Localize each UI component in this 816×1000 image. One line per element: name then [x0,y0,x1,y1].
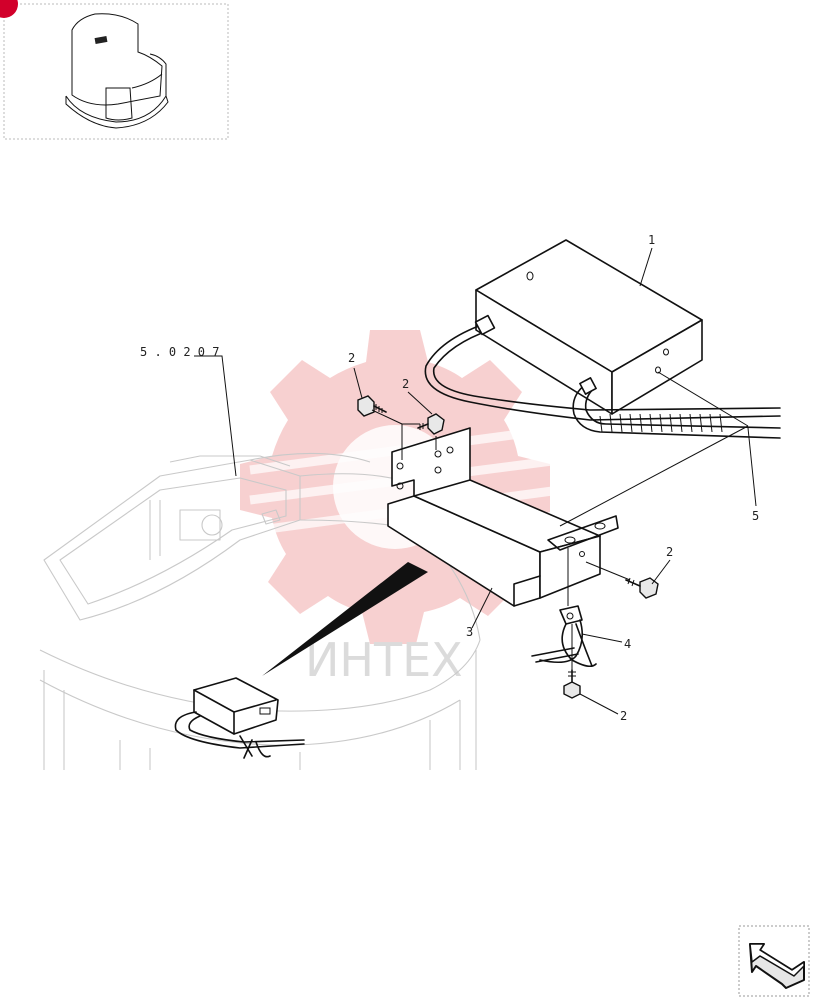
callout-4: 4 [624,637,631,651]
bolt-upper-middle[interactable] [417,413,445,435]
callout-2b: 2 [402,377,409,391]
assembly-guides [371,371,749,680]
reference-label: 5 . 0 2 0 7 [140,345,219,359]
bolt-upper-left[interactable] [357,395,387,417]
bolt-right[interactable] [625,577,659,599]
machine-housing-ghost [39,452,481,770]
leader-lines [194,247,757,715]
callout-2c: 2 [666,545,673,559]
wire-harness[interactable] [424,314,781,439]
cable-clip[interactable] [531,605,597,668]
return-arrow-icon[interactable] [738,925,810,997]
callout-3: 3 [466,625,473,639]
watermark-text: ИНТЕХ [305,633,463,687]
callout-2d: 2 [620,709,627,723]
callout-2a: 2 [348,351,355,365]
overview-thumbnail[interactable] [0,0,229,140]
installed-module-detail[interactable] [174,677,305,759]
marker-dot [0,0,18,18]
callout-5: 5 [752,509,759,523]
detail-pointer-wedge [262,562,428,676]
callout-1: 1 [648,233,655,247]
control-box[interactable] [475,239,703,415]
callout-labels: 1 2 2 2 2 3 4 5 5 . 0 2 0 7 [140,233,759,723]
mounting-bracket[interactable] [387,427,619,607]
